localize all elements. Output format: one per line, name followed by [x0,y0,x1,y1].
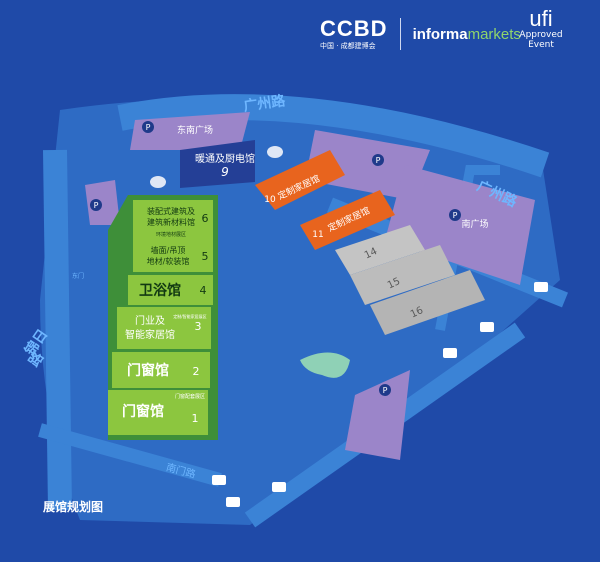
hall-5-number: 5 [202,250,209,263]
bus-icon [443,348,457,358]
ufi-logo-text: ufi [529,6,553,31]
hall-3-line1: 门业及 [135,314,165,327]
hall-2[interactable] [112,352,210,388]
hall-5[interactable] [133,240,213,272]
svg-text:P: P [146,123,151,132]
hall-2-label: 门窗馆 [127,362,169,379]
hall-3-number: 3 [195,320,202,333]
hall-6-line1: 装配式建筑及 [147,206,195,216]
parking-icon: P [90,199,102,211]
hall-1-label: 门窗馆 [122,403,164,420]
informa-logo: informamarkets [413,26,521,43]
road-west [43,149,72,511]
bus-icon [212,475,226,485]
svg-text:P: P [376,156,381,165]
pond [300,352,350,378]
bus-icon [534,282,548,292]
hall-3-sub: 定制/智能家居展区 [173,313,206,319]
hall-2-number: 2 [193,365,200,378]
ccbd-logo-text: CCBD [320,15,388,41]
bus-icon [480,322,494,332]
hall-6-line2: 建筑新材料馆 [147,217,195,227]
ccbd-logo: CCBD 中国 · 成都建博会 [320,15,388,51]
hall-9-number: 9 [221,165,229,179]
hall-4-label: 卫浴馆 [139,282,181,299]
parking-icon: P [379,384,391,396]
hall-9-label: 暖通及厨电馆 [195,152,255,165]
plan-title: 展馆规划图 [43,500,104,514]
parking-west[interactable] [85,180,120,225]
hall-1-number: 1 [192,412,199,425]
hall-11-number: 11 [312,230,323,240]
parking-icon: P [449,209,461,221]
hall-1-sub: 门窗配套展区 [175,393,205,400]
road-label-east-gate: 东门 [72,272,84,280]
tank-icon [150,176,166,188]
svg-text:P: P [94,201,99,210]
road-label-guangzhou-top: 广州路 [242,92,287,115]
hall-6-number: 6 [202,212,209,225]
road-south-west [38,423,222,487]
hall-3[interactable] [117,307,211,349]
parking-south[interactable] [345,370,410,460]
hall-10[interactable] [255,150,345,210]
road-guangzhou-top [117,94,550,178]
svg-text:P: P [453,211,458,220]
header-logos: CCBD 中国 · 成都建博会 informamarkets [320,12,521,56]
hall-4-number: 4 [200,284,207,297]
hall-5-line1: 墙面/吊顶 [151,245,186,255]
bus-icon [272,482,286,492]
hall-9[interactable] [180,140,255,188]
logo-divider [399,18,401,50]
hall-5-line2: 地材/软装馆 [147,256,190,266]
hall-1[interactable] [108,390,208,435]
ccbd-logo-sub: 中国 · 成都建博会 [320,41,376,50]
ufi-event: Event [528,40,554,50]
svg-text:P: P [383,386,388,395]
bus-icon [226,497,240,507]
hall-6[interactable] [133,200,213,240]
informa-logo-bold: informa [412,25,468,43]
hall-14-number: 14 [363,246,379,261]
ufi-approved: Approved [519,30,563,40]
hall-6-sub: 环境地材展区 [156,231,186,238]
hall-3-line2: 智能家居馆 [125,328,175,341]
hall-15[interactable] [350,245,455,305]
parking-south-square[interactable] [385,165,535,285]
ufi-logo: ufi Approved Event [506,6,576,51]
parking-icon: P [142,121,154,133]
hall-10-number: 10 [264,195,276,205]
hall-15-number: 15 [386,276,402,291]
hall-16-number: 16 [409,305,425,320]
parking-north-east[interactable] [305,130,430,200]
informa-logo-light: markets [467,25,521,43]
parking-east-square[interactable] [130,112,250,150]
parking-icon: P [372,154,384,166]
hall-16[interactable] [370,270,485,335]
hall-11[interactable] [300,190,395,250]
parking-south-square-label: 南广场 [461,218,488,230]
hall-14[interactable] [335,225,425,275]
hall-4[interactable] [128,275,213,305]
tank-icon [267,146,283,158]
parking-east-square-label: 东南广场 [177,124,213,136]
